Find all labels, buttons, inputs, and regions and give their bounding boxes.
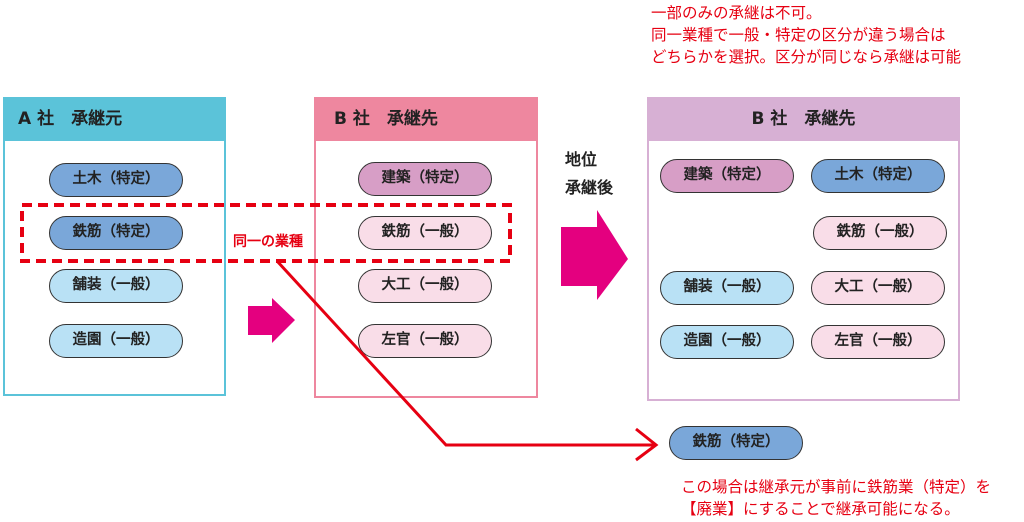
small-arrow-icon [248, 298, 295, 343]
license-pill: 建築（特定） [660, 159, 794, 193]
excluded-license-pill: 鉄筋（特定） [669, 426, 803, 460]
license-pill: 左官（一般） [358, 324, 492, 358]
top-note: 一部のみの承継は不可。 同一業種で一般・特定の区分が違う場合は どちらかを選択。… [651, 2, 961, 68]
exclusion-arrowhead-icon [635, 427, 659, 462]
license-pill: 造園（一般） [49, 324, 183, 358]
license-pill: 建築（特定） [358, 162, 492, 196]
panel-result-header: B 社 承継先 [647, 97, 960, 141]
license-pill: 舗装（一般） [49, 269, 183, 303]
panel-result-title: B 社 承継先 [751, 109, 856, 129]
license-pill: 大工（一般） [811, 271, 945, 305]
transition-label-line: 地位 [565, 150, 598, 169]
same-industry-label: 同一の業種 [233, 234, 303, 250]
panel-result: B 社 承継先 建築（特定） 土木（特定） 鉄筋（一般） 舗装（一般） 大工（一… [647, 97, 960, 401]
license-pill: 土木（特定） [811, 159, 945, 193]
transition-label: 地位 承継後 [565, 146, 613, 202]
exclusion-connector-line [275, 259, 655, 447]
license-pill: 舗装（一般） [660, 271, 794, 305]
bottom-note: この場合は継承元が事前に鉄筋業（特定）を 【廃業】にすることで継承可能になる。 [681, 476, 991, 520]
bottom-note-line: この場合は継承元が事前に鉄筋業（特定）を [681, 478, 992, 496]
license-pill: 造園（一般） [660, 325, 794, 359]
same-industry-highlight-box [20, 203, 512, 263]
license-pill: 鉄筋（一般） [358, 216, 492, 250]
big-arrow-icon [561, 210, 628, 300]
license-pill: 土木（特定） [49, 163, 183, 197]
license-pill: 鉄筋（一般） [813, 216, 947, 250]
license-pill: 左官（一般） [811, 325, 945, 359]
top-note-line: どちらかを選択。区分が同じなら承継は可能 [651, 48, 962, 66]
panel-b-header: B 社 承継先 [314, 97, 538, 141]
license-pill: 大工（一般） [358, 269, 492, 303]
panel-a-title: A 社 承継元 [18, 109, 123, 129]
panel-b-target: B 社 承継先 建築（特定） 鉄筋（一般） 大工（一般） 左官（一般） [314, 97, 538, 398]
license-pill: 鉄筋（特定） [49, 216, 183, 250]
top-note-line: 同一業種で一般・特定の区分が違う場合は [651, 26, 946, 44]
top-note-line: 一部のみの承継は不可。 [651, 4, 822, 22]
panel-a-header: A 社 承継元 [3, 97, 226, 141]
panel-b-title: B 社 承継先 [334, 109, 438, 129]
bottom-note-line: 【廃業】にすることで継承可能になる。 [681, 500, 960, 518]
transition-label-line: 承継後 [565, 178, 614, 197]
panel-a-source: A 社 承継元 土木（特定） 鉄筋（特定） 舗装（一般） 造園（一般） [3, 97, 226, 396]
